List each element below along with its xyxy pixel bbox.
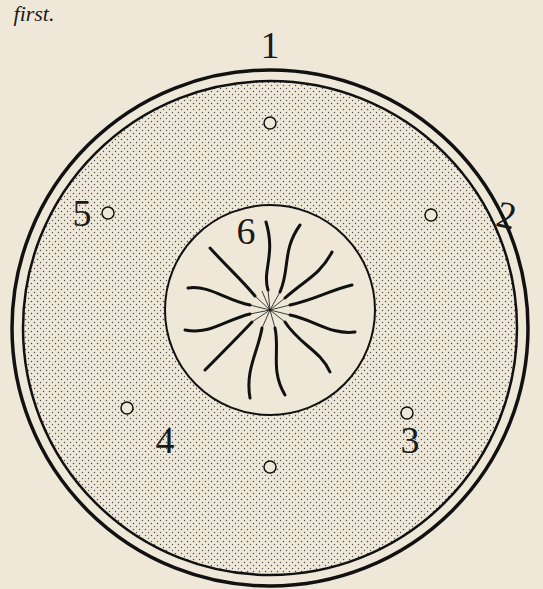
callout-number: 6 [235, 212, 258, 250]
stippled-zone [23, 81, 517, 575]
callout-number: 1 [261, 26, 280, 64]
outer-ring [12, 70, 528, 586]
callout-number: 5 [73, 194, 92, 232]
central-zone [165, 205, 375, 415]
callout-number: 2 [493, 194, 519, 235]
small-circles [102, 117, 437, 473]
caption-fragment: first. [14, 3, 55, 25]
callout-number: 4 [156, 421, 175, 459]
callout-number: 3 [401, 421, 420, 459]
wavy-rays [185, 222, 355, 398]
